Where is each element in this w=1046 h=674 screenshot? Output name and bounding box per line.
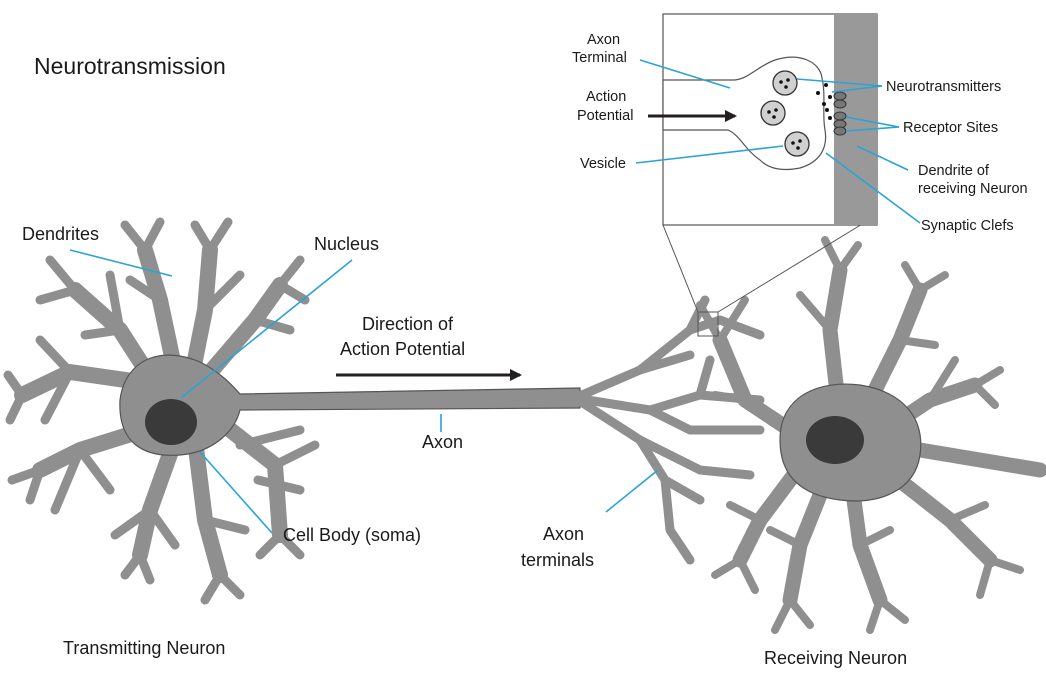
inset-label-receptor-sites: Receptor Sites <box>903 120 998 136</box>
inset-label-synaptic-clefs: Synaptic Clefs <box>921 218 1014 234</box>
label-axon-terminals-line2: terminals <box>521 550 594 570</box>
label-cell-body: Cell Body (soma) <box>283 525 421 545</box>
transmitting-nucleus <box>145 399 197 445</box>
label-transmitting-neuron: Transmitting Neuron <box>63 638 225 658</box>
inset-label-dendrite-line1: Dendrite of <box>918 163 990 179</box>
label-direction-line2: Action Potential <box>340 339 465 359</box>
label-axon: Axon <box>422 432 463 452</box>
inset-label-action-potential-line1: Action <box>586 89 626 105</box>
inset-label-dendrite-line2: receiving Neuron <box>918 181 1028 197</box>
axon-terminal-branches <box>575 300 760 560</box>
label-nucleus: Nucleus <box>314 234 379 254</box>
label-direction-line1: Direction of <box>362 314 454 334</box>
inset-label-vesicle: Vesicle <box>580 156 626 172</box>
receiving-nucleus <box>806 416 864 464</box>
transmitting-soma-axon <box>120 355 580 455</box>
inset-label-axon-terminal-line2: Terminal <box>572 50 627 66</box>
inset-label-axon-terminal-line1: Axon <box>587 32 620 48</box>
inset-label-action-potential-line2: Potential <box>577 108 633 124</box>
label-axon-terminals-line1: Axon <box>543 524 584 544</box>
receptor-sites <box>834 92 846 135</box>
label-receiving-neuron: Receiving Neuron <box>764 648 907 668</box>
inset-label-neurotransmitters: Neurotransmitters <box>886 79 1001 95</box>
label-dendrites: Dendrites <box>22 224 99 244</box>
receiving-neuron <box>575 240 1040 630</box>
diagram-title: Neurotransmission <box>34 53 226 79</box>
